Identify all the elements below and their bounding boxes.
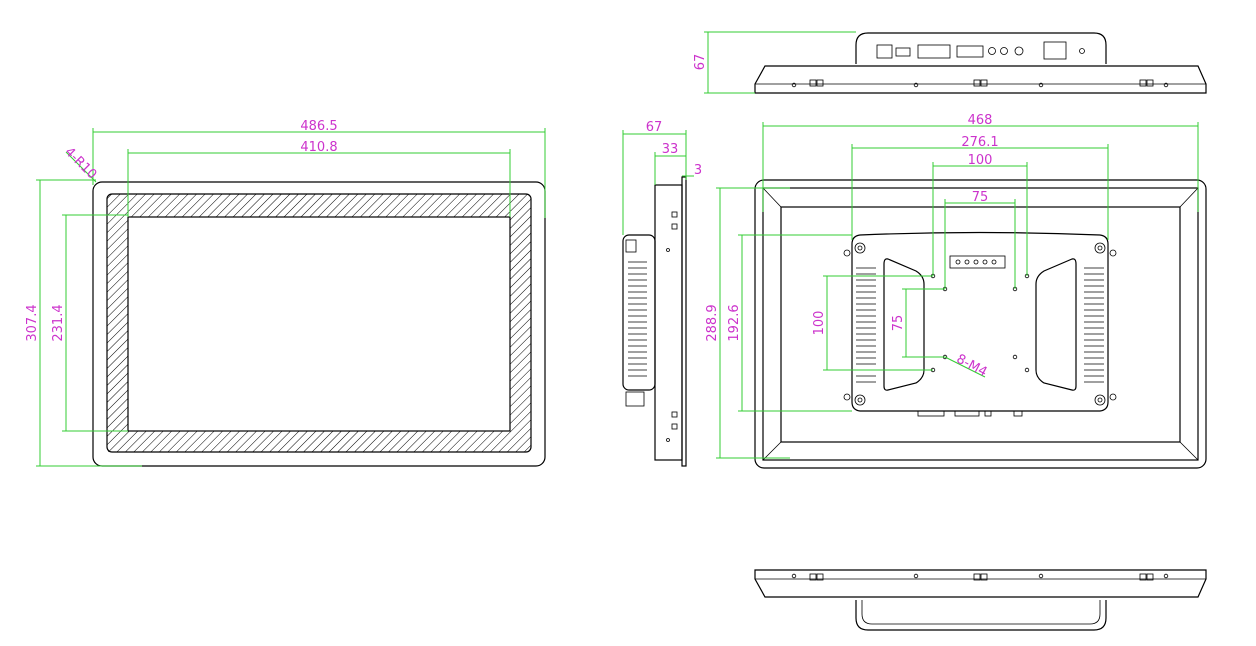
front-inner-width-label: 410.8 [300,140,337,155]
back-io-panel [917,255,1023,417]
front-view: 486.5 410.8 307.4 231.4 4-R10 [25,119,546,467]
top-frame [754,65,1207,94]
front-outer-frame [92,181,546,467]
side-bezel-label: 3 [694,163,702,178]
back-left-heatsink-fins [856,267,876,383]
back-mount-height-label: 192.6 [727,304,742,341]
back-height-label: 288.9 [705,304,720,341]
back-housing [851,231,1109,412]
front-bezel-hatch [107,194,531,452]
side-body [654,184,683,461]
back-view: 468 276.1 100 75 288.9 192.6 100 75 8-M4 [705,113,1207,469]
side-rear-housing [622,234,656,391]
back-vesa-large-w-label: 100 [968,153,993,168]
back-right-handle [1035,258,1077,391]
side-mid-depth-label: 33 [662,142,679,157]
bottom-vent-slots [791,573,1169,581]
top-depth-label: 67 [693,54,708,71]
back-vesa-small-h-label: 75 [891,315,906,332]
top-vent-slots [791,79,1169,88]
front-width-label: 486.5 [300,119,337,134]
top-rear-housing [855,32,1107,64]
back-screw-label: 8-M4 [954,352,990,380]
top-io-ports [876,41,1085,60]
back-vesa-small-w-label: 75 [972,190,989,205]
back-outer-frame [754,179,1207,469]
front-radius-label: 4-R10 [62,145,100,183]
top-view: 67 [693,31,1207,94]
front-height-label: 307.4 [25,304,40,341]
front-bezel [106,193,532,453]
back-left-handle [883,258,925,391]
back-vesa-large-h-label: 100 [812,311,827,336]
front-display-area [127,216,511,432]
bottom-view [754,569,1207,631]
back-corner-screws [843,242,1117,406]
side-depth-label: 67 [646,120,663,135]
front-inner-height-label: 231.4 [51,304,66,341]
back-width-label: 468 [968,113,993,128]
back-inner-frame [762,187,1199,461]
back-recess [780,206,1181,443]
side-view: 67 33 3 [622,120,702,467]
side-heatsink-fins [628,261,647,377]
back-mount-width-label: 276.1 [961,135,998,150]
back-right-heatsink-fins [1084,267,1104,383]
bottom-rear-housing [855,600,1107,631]
